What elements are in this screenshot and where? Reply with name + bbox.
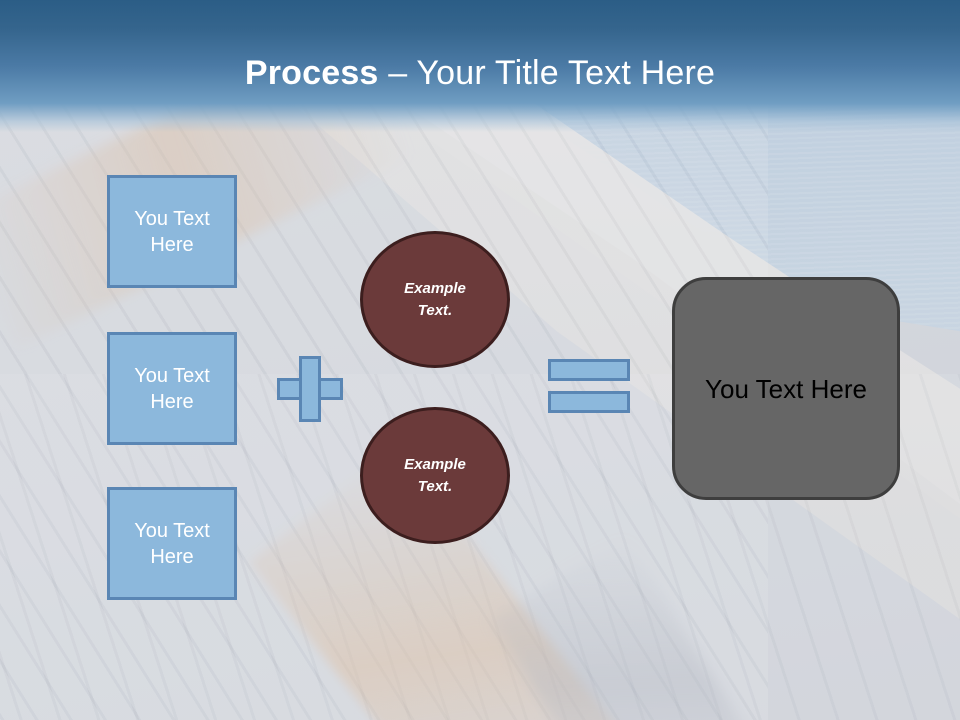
example-circle-1-line1: Example (404, 279, 466, 297)
example-circle-2[interactable]: Example Text. (360, 407, 510, 544)
title-emphasis: Process (244, 54, 379, 92)
plus-icon (277, 356, 343, 422)
input-box-1-label: You Text Here (134, 207, 210, 256)
example-circle-1-line2: Text. (417, 301, 453, 319)
slide-header-band (0, 0, 960, 132)
title-rest: Your Title Text Here (416, 54, 716, 92)
example-circle-2-line2: Text. (417, 477, 453, 495)
equals-icon (548, 359, 630, 413)
example-circle-2-line1: Example (404, 455, 466, 473)
equals-icon-bottom-bar (548, 391, 630, 413)
plus-icon-center-fill (302, 381, 318, 397)
slide-title: Process – Your Title Text Here (0, 52, 960, 94)
input-box-3-label: You Text Here (134, 519, 210, 568)
input-box-3[interactable]: You Text Here (107, 487, 237, 600)
example-circle-1-text: Example Text. (404, 278, 466, 322)
result-box[interactable]: You Text Here (672, 277, 900, 500)
title-separator: – (378, 54, 417, 92)
example-circle-1[interactable]: Example Text. (360, 231, 510, 368)
input-box-1[interactable]: You Text Here (107, 175, 237, 288)
input-box-2[interactable]: You Text Here (107, 332, 237, 445)
equals-icon-top-bar (548, 359, 630, 381)
input-box-2-label: You Text Here (134, 364, 210, 413)
result-box-label: You Text Here (705, 373, 867, 404)
example-circle-2-text: Example Text. (404, 454, 466, 498)
